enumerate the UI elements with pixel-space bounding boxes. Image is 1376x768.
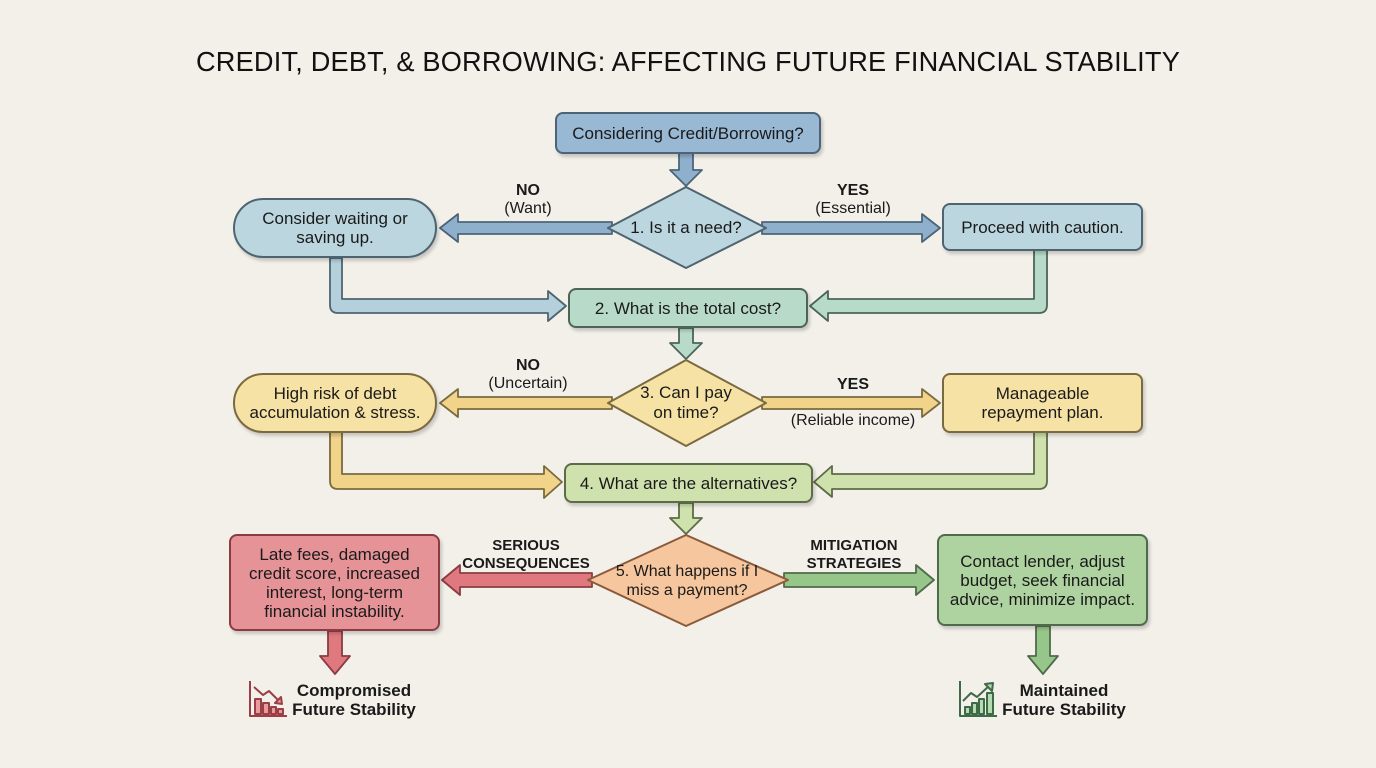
q4-node: 4. What are the alternatives? xyxy=(564,463,813,503)
start-node-text: Considering Credit/Borrowing? xyxy=(572,123,804,143)
risk-node: High risk of debt accumulation & stress. xyxy=(233,373,437,433)
arrow-q1-no xyxy=(439,213,613,243)
compromised-line2: Future Stability xyxy=(292,700,416,719)
q1-yes-label-main: YES xyxy=(836,182,869,199)
risk-node-text: High risk of debt accumulation & stress. xyxy=(249,384,421,422)
diamond-q1 xyxy=(607,186,767,269)
arrow-q1-yes xyxy=(761,213,941,243)
q3-yes-label: YES xyxy=(836,376,869,393)
arrow-to-compromised xyxy=(319,630,351,675)
maintained-line1: Maintained xyxy=(1019,681,1109,700)
q3-no-label-main: NO xyxy=(516,357,540,374)
plan-node-text: Manageable repayment plan. xyxy=(981,384,1104,422)
q5-consequences-label: SERIOUS CONSEQUENCES xyxy=(462,537,590,572)
q2-node: 2. What is the total cost? xyxy=(568,288,808,328)
arrow-to-maintained xyxy=(1027,625,1059,675)
arrow-wait-to-q2 xyxy=(329,257,567,322)
arrow-q5-consequences xyxy=(441,564,593,596)
arrow-q2-to-q3 xyxy=(669,327,703,360)
page-title: CREDIT, DEBT, & BORROWING: AFFECTING FUT… xyxy=(195,46,1181,77)
q4-node-text: 4. What are the alternatives? xyxy=(579,473,798,493)
arrow-q3-no xyxy=(439,388,613,418)
q3-no-label: NO (Uncertain) xyxy=(474,357,582,393)
q1-yes-label: YES (Essential) xyxy=(800,182,906,218)
maintained-line2: Future Stability xyxy=(1002,700,1126,719)
diamond-q3 xyxy=(607,359,767,447)
consequences-node-text: Late fees, damaged credit score, increas… xyxy=(248,544,421,621)
plan-node: Manageable repayment plan. xyxy=(942,373,1143,433)
q1-yes-label-sub: (Essential) xyxy=(815,200,891,217)
q2-node-text: 2. What is the total cost? xyxy=(594,298,782,318)
q3-question: 3. Can I pay on time? xyxy=(640,383,732,422)
caution-node-text: Proceed with caution. xyxy=(961,217,1124,237)
arrow-q4-to-q5 xyxy=(669,502,703,535)
q5-question: 5. What happens if I miss a payment? xyxy=(615,563,759,599)
q1-no-label: NO (Want) xyxy=(480,182,576,218)
maintained-outcome: Maintained Future Stability xyxy=(1000,681,1128,719)
q5-mitigation-label: MITIGATION STRATEGIES xyxy=(806,537,902,572)
q1-question: 1. Is it a need? xyxy=(630,218,742,237)
declining-chart-icon xyxy=(249,681,287,717)
mitigation-node-text: Contact lender, adjust budget, seek fina… xyxy=(949,551,1136,609)
q1-no-label-sub: (Want) xyxy=(504,200,552,217)
wait-node-text: Consider waiting or saving up. xyxy=(262,209,408,247)
caution-node: Proceed with caution. xyxy=(942,203,1143,251)
arrow-plan-to-q4 xyxy=(813,431,1048,498)
compromised-line1: Compromised xyxy=(296,681,412,700)
start-node: Considering Credit/Borrowing? xyxy=(555,112,821,154)
diamond-q5 xyxy=(587,534,789,627)
mitigation-node: Contact lender, adjust budget, seek fina… xyxy=(937,534,1148,626)
arrow-q5-mitigation xyxy=(783,564,935,596)
arrow-start-to-q1 xyxy=(669,152,703,187)
wait-node: Consider waiting or saving up. xyxy=(233,198,437,258)
growth-chart-icon xyxy=(959,681,997,717)
arrow-q3-yes xyxy=(761,388,941,418)
consequences-node: Late fees, damaged credit score, increas… xyxy=(229,534,440,631)
q1-no-label-main: NO xyxy=(516,182,540,199)
arrow-risk-to-q4 xyxy=(329,431,563,499)
q3-no-label-sub: (Uncertain) xyxy=(488,375,568,392)
compromised-outcome: Compromised Future Stability xyxy=(290,681,418,719)
q3-yes-sub: (Reliable income) xyxy=(790,412,916,429)
arrow-caution-to-q2 xyxy=(809,249,1048,322)
